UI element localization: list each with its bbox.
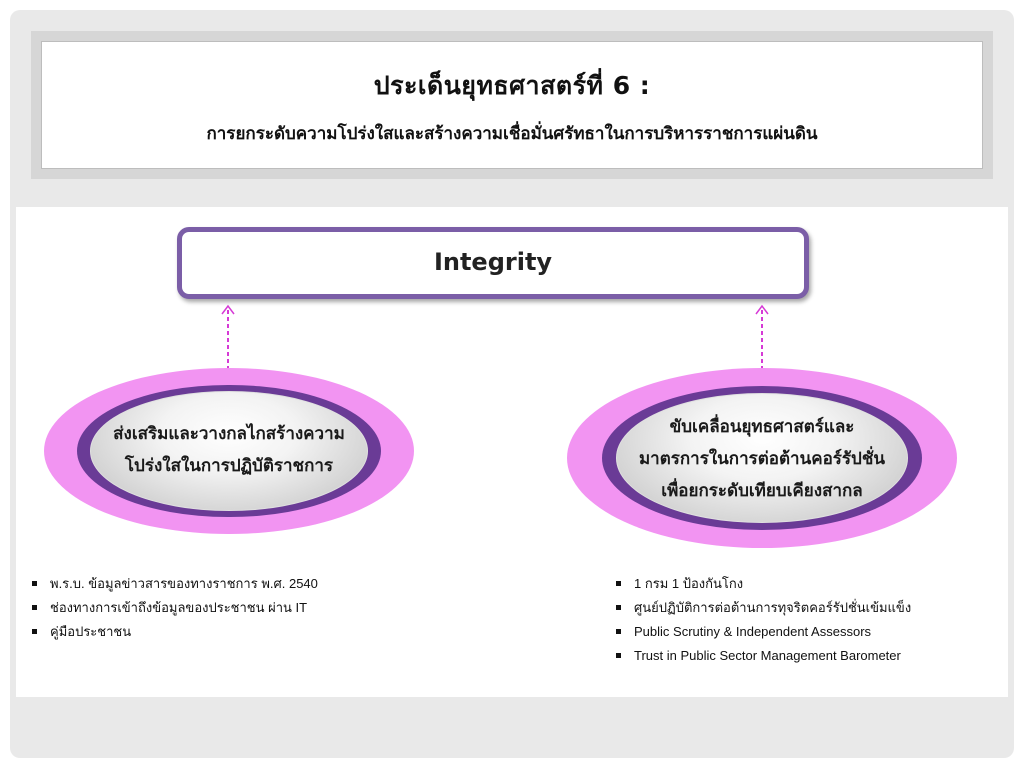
list-item: Public Scrutiny & Independent Assessors xyxy=(612,620,911,644)
left-strategy-node: ส่งเสริมและวางกลไกสร้างความ โปร่งใสในการ… xyxy=(44,368,414,534)
list-item: คู่มือประชาชน xyxy=(28,620,318,644)
right-strategy-node: ขับเคลื่อนยุทธศาสตร์และ มาตรการในการต่อต… xyxy=(567,368,957,548)
right-strategy-line: เพื่อยกระดับเทียบเคียงสากล xyxy=(661,481,863,501)
goal-box: Integrity xyxy=(177,227,809,299)
left-strategy-label: ส่งเสริมและวางกลไกสร้างความ โปร่งใสในการ… xyxy=(44,418,414,482)
left-ring-inner xyxy=(90,391,368,511)
list-item: ศูนย์ปฏิบัติการต่อต้านการทุจริตคอร์รัปชั… xyxy=(612,596,911,620)
goal-label: Integrity xyxy=(433,248,553,276)
list-item: 1 กรม 1 ป้องกันโกง xyxy=(612,572,911,596)
header-box: ประเด็นยุทธศาสตร์ที่ 6 : การยกระดับความโ… xyxy=(31,31,993,179)
right-strategy-line: ขับเคลื่อนยุทธศาสตร์และ xyxy=(669,417,855,437)
right-strategy-label: ขับเคลื่อนยุทธศาสตร์และ มาตรการในการต่อต… xyxy=(567,411,957,507)
left-strategy-line: โปร่งใสในการปฏิบัติราชการ xyxy=(124,456,334,476)
page-title: ประเด็นยุทธศาสตร์ที่ 6 : xyxy=(373,71,651,100)
right-ring-inner xyxy=(615,393,909,523)
left-strategy-line: ส่งเสริมและวางกลไกสร้างความ xyxy=(113,424,345,444)
list-item: Trust in Public Sector Management Barome… xyxy=(612,644,911,668)
right-strategy-line: มาตรการในการต่อต้านคอร์รัปชั่น xyxy=(638,449,886,469)
right-bullet-list: 1 กรม 1 ป้องกันโกง ศูนย์ปฏิบัติการต่อต้า… xyxy=(612,572,911,668)
header-panel: ประเด็นยุทธศาสตร์ที่ 6 : การยกระดับความโ… xyxy=(41,41,983,169)
list-item: พ.ร.บ. ข้อมูลข่าวสารของทางราชการ พ.ศ. 25… xyxy=(28,572,318,596)
list-item: ช่องทางการเข้าถึงข้อมูลของประชาชน ผ่าน I… xyxy=(28,596,318,620)
left-bullet-list: พ.ร.บ. ข้อมูลข่าวสารของทางราชการ พ.ศ. 25… xyxy=(28,572,318,644)
page-subtitle: การยกระดับความโปร่งใสและสร้างความเชื่อมั… xyxy=(206,124,818,144)
